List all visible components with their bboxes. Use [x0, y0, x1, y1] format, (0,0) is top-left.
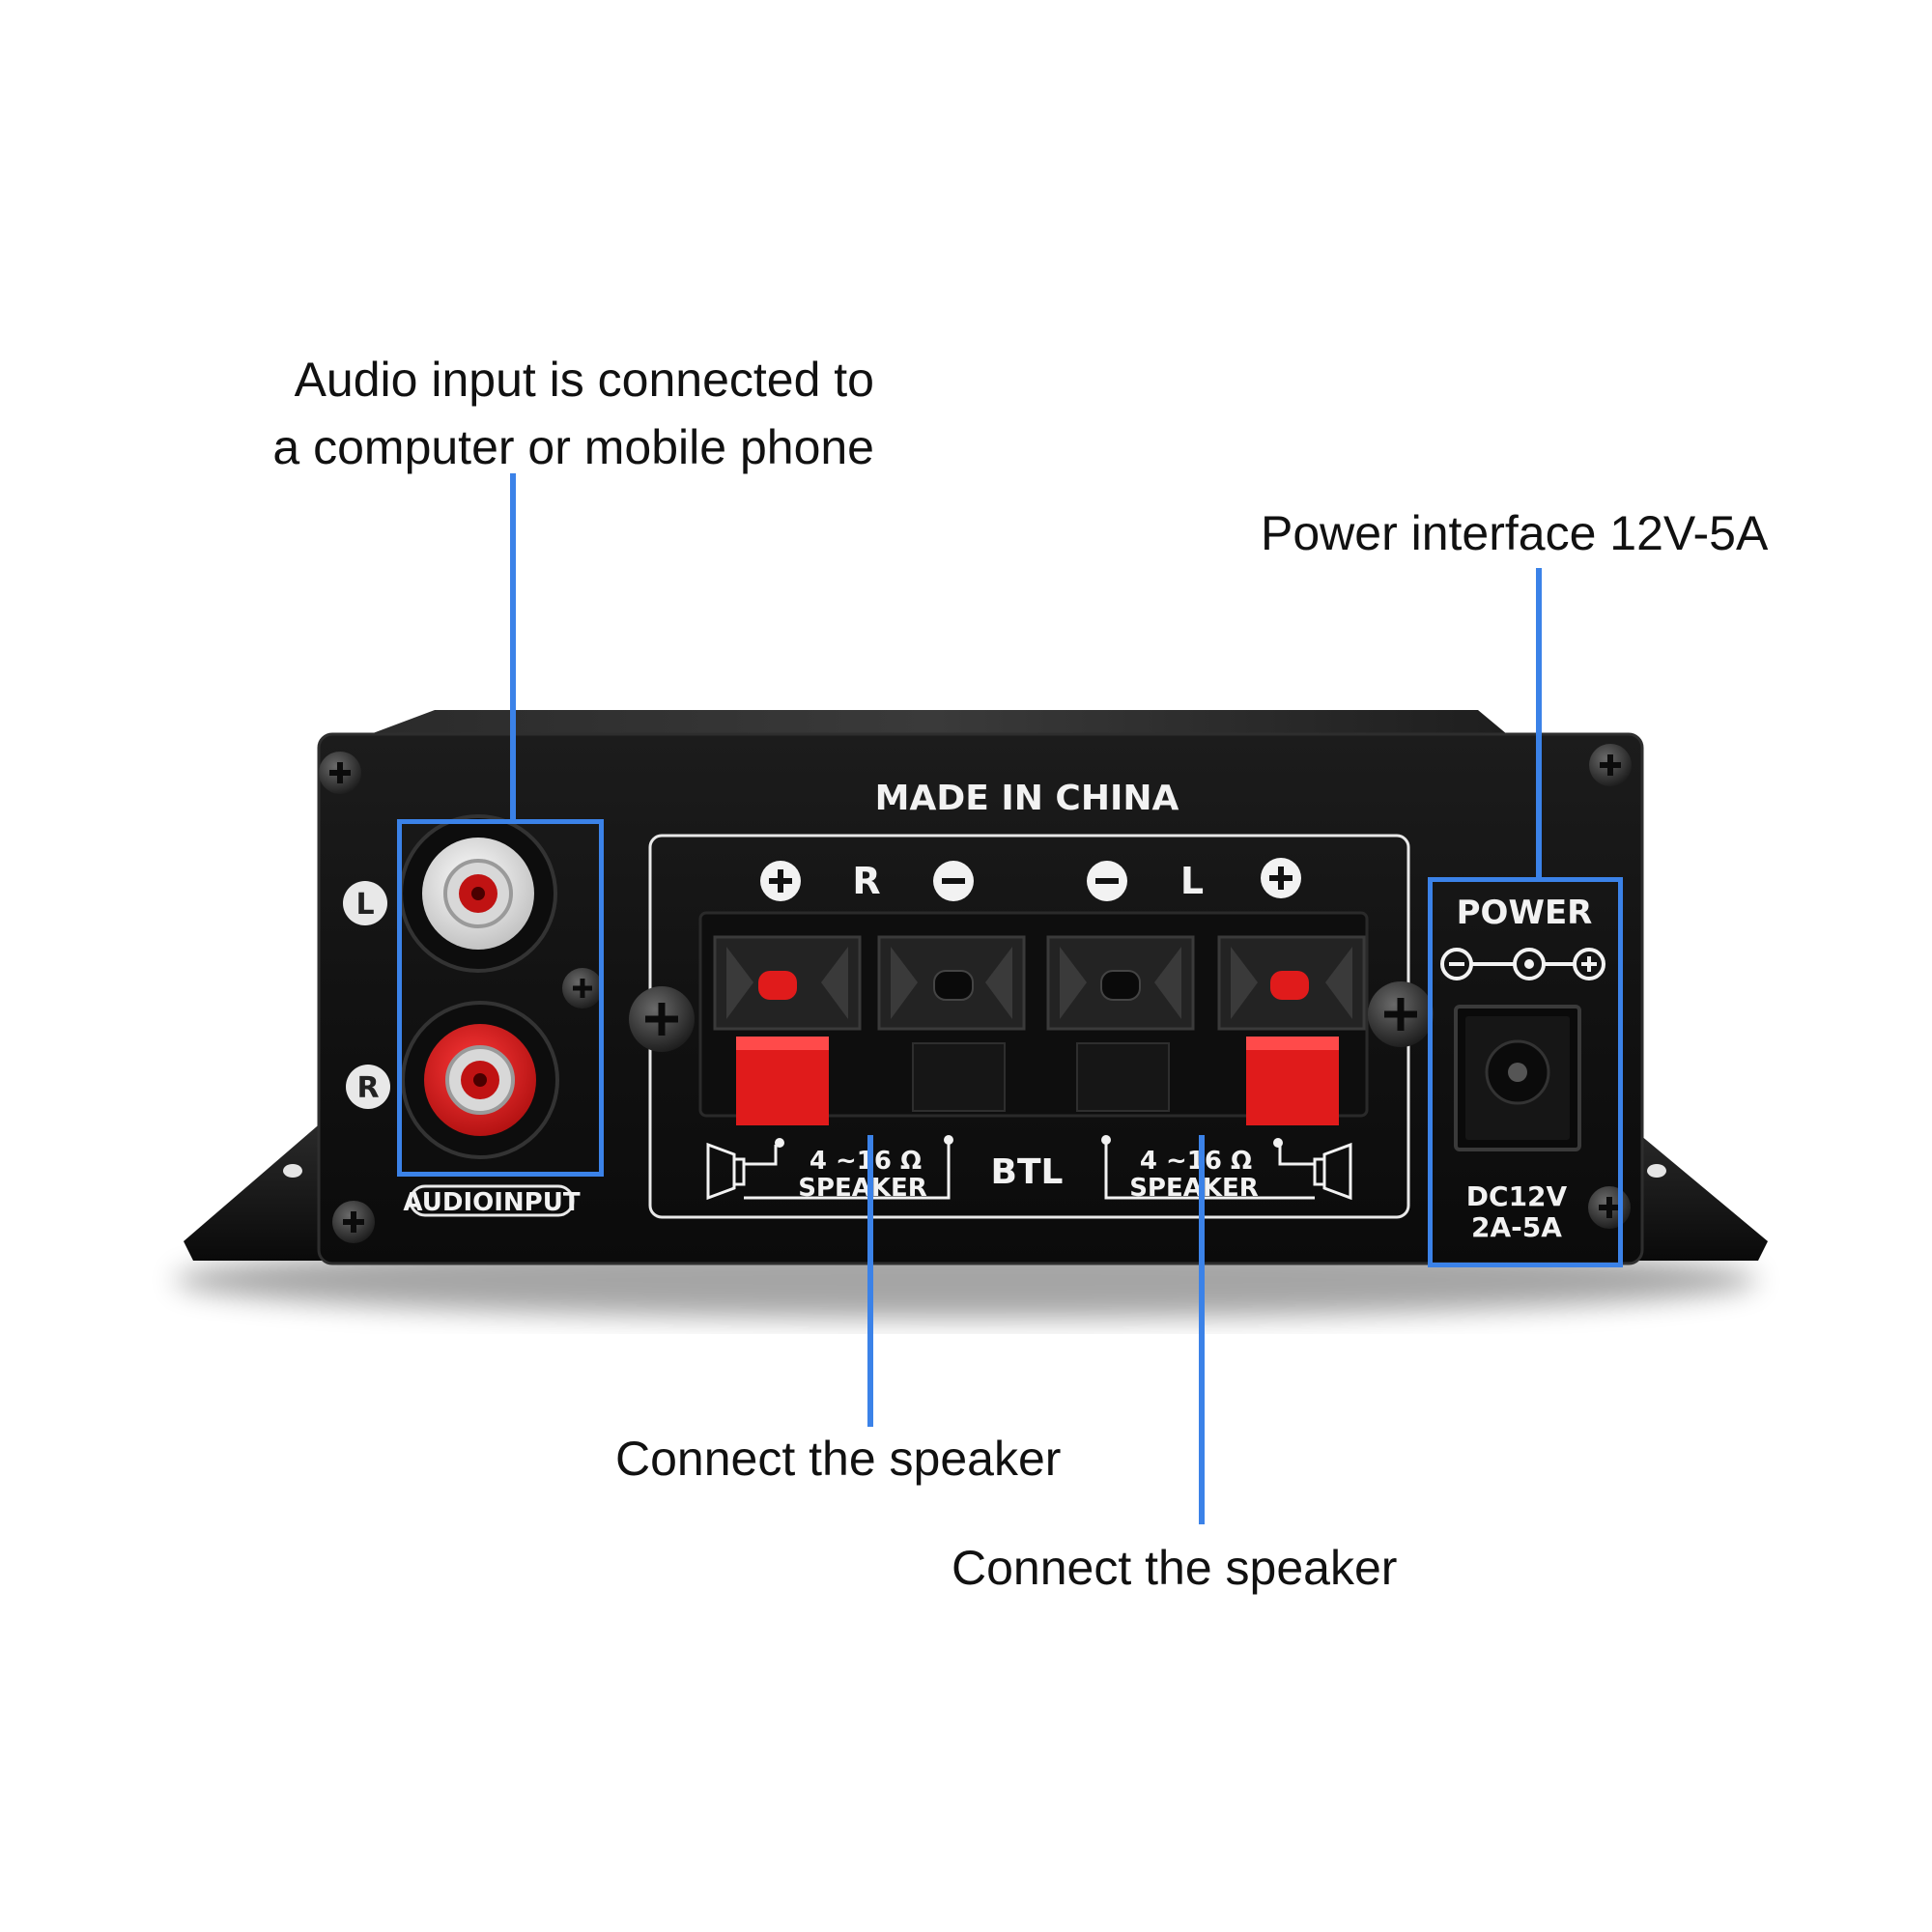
minus-icon: [933, 861, 974, 901]
screw-icon: [319, 752, 361, 794]
speaker-callout-left-channel: Connect the speaker: [952, 1541, 1398, 1595]
polarity-icon: [1440, 948, 1605, 980]
audio-input-callout: Audio input is connected to a computer o…: [174, 346, 874, 481]
speaker-label-left: SPEAKER: [1129, 1174, 1259, 1203]
speaker-icon: [706, 1135, 953, 1201]
speaker-label-right: SPEAKER: [798, 1174, 927, 1203]
rca-left-letter: L: [355, 888, 374, 922]
speaker-leader-line-right-channel: [867, 1135, 873, 1427]
audio-input-highlight-box: [397, 819, 604, 1177]
right-channel-letter: R: [852, 860, 880, 902]
audio-input-callout-line1: Audio input is connected to: [294, 353, 874, 407]
btl-label: BTL: [991, 1152, 1064, 1192]
flange-hole-left: [283, 1164, 302, 1178]
rca-left-marker: L: [343, 881, 387, 925]
speaker-terminal-left-negative[interactable]: [1046, 935, 1195, 1112]
power-label: POWER: [1457, 894, 1593, 932]
rca-right-letter: R: [356, 1071, 379, 1105]
made-in-china-text: MADE IN CHINA: [875, 779, 1179, 818]
power-leader-line: [1536, 568, 1542, 879]
rca-jack-left[interactable]: [399, 814, 557, 973]
audio-input-leader-line: [510, 473, 516, 821]
rca-right-marker: R: [346, 1065, 390, 1109]
power-highlight-box: [1428, 877, 1623, 1267]
dc-power-jack[interactable]: [1454, 1005, 1581, 1151]
flange-hole-right: [1647, 1164, 1666, 1178]
speaker-icon: [1101, 1135, 1352, 1201]
screw-icon: [562, 968, 603, 1009]
dc-rating-line1: DC12V: [1466, 1180, 1568, 1212]
speaker-callout-right-channel: Connect the speaker: [615, 1432, 1062, 1486]
screw-icon: [629, 986, 695, 1052]
minus-icon: [1087, 861, 1127, 901]
speaker-terminal-right-positive[interactable]: [713, 935, 862, 1125]
audio-input-callout-line2: a computer or mobile phone: [272, 420, 874, 474]
speaker-terminal-left-positive[interactable]: [1217, 935, 1366, 1125]
screw-icon: [1368, 981, 1434, 1047]
audio-input-label-frame: [409, 1184, 575, 1217]
speaker-leader-line-left-channel: [1199, 1135, 1205, 1524]
speaker-impedance-left: 4 ~16 Ω: [1140, 1147, 1252, 1176]
audio-input-label: AUDIOINPUT: [403, 1188, 580, 1217]
speaker-terminal-right-negative[interactable]: [877, 935, 1026, 1112]
dc-rating-line2: 2A-5A: [1471, 1211, 1562, 1243]
screw-icon: [1589, 744, 1632, 786]
chassis-top: [357, 710, 1507, 739]
speaker-impedance-right: 4 ~16 Ω: [810, 1147, 922, 1176]
plus-icon: [1261, 858, 1301, 898]
rca-jack-right[interactable]: [401, 1001, 559, 1159]
plus-icon: [760, 861, 801, 901]
screw-icon: [332, 1201, 375, 1243]
power-interface-callout: Power interface 12V-5A: [1261, 506, 1769, 560]
left-channel-letter: L: [1180, 860, 1204, 902]
terminal-block: [698, 911, 1369, 1118]
